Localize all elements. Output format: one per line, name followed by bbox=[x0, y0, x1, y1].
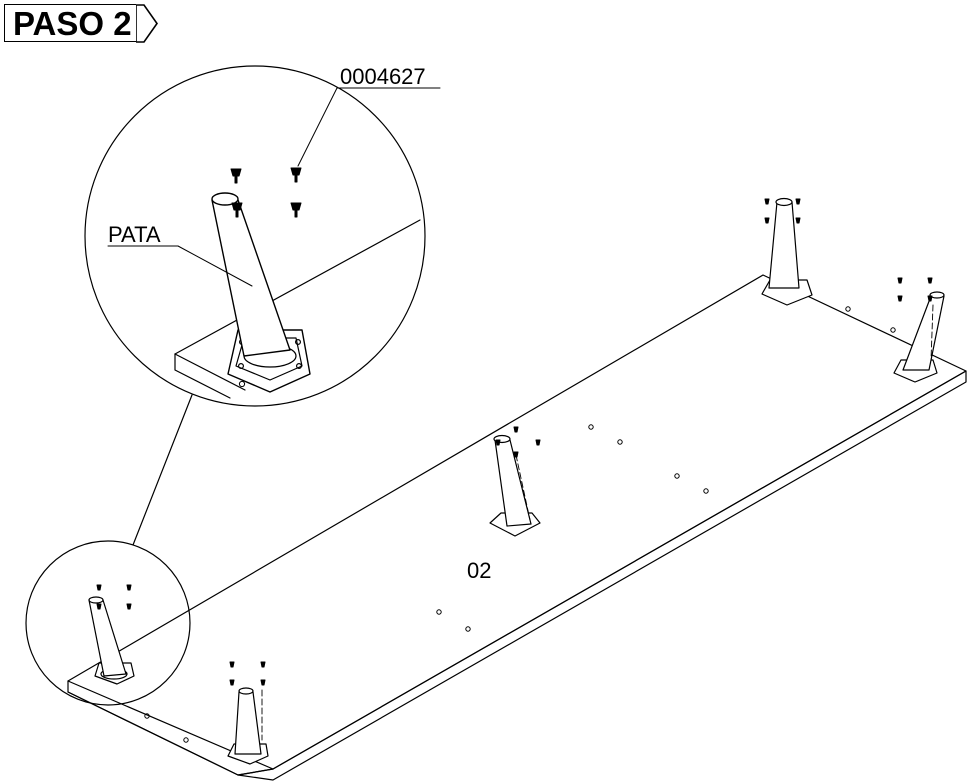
leg-center bbox=[489, 434, 541, 537]
step-arrow-icon bbox=[135, 3, 158, 43]
panel-label: 02 bbox=[467, 558, 491, 583]
leg-back-left bbox=[761, 197, 813, 306]
leg-label: PATA bbox=[108, 222, 161, 247]
detail-source-circle bbox=[25, 540, 191, 706]
leg-front-left bbox=[88, 596, 135, 685]
step-header: PASO 2 bbox=[4, 3, 158, 43]
leg-back-right bbox=[893, 291, 945, 383]
screw-code-label: 0004627 bbox=[340, 64, 426, 89]
step-title: PASO 2 bbox=[4, 4, 136, 42]
leg-front-right bbox=[227, 687, 269, 765]
detail-magnified bbox=[84, 65, 441, 407]
screws bbox=[96, 198, 933, 686]
panel-holes bbox=[144, 306, 896, 743]
